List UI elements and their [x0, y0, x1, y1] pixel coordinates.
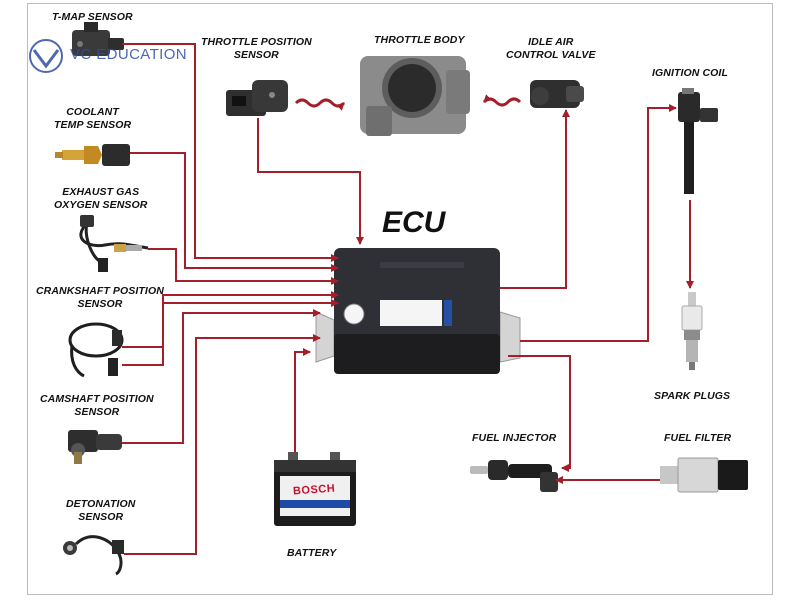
wire-injector — [508, 355, 571, 472]
fuel-filter-label: FUEL FILTER — [664, 432, 732, 444]
ignition-coil-icon — [678, 88, 718, 194]
wire-coolant — [130, 152, 339, 272]
throttle-body-icon — [360, 56, 470, 136]
spark-plugs-label: SPARK PLUGS — [654, 390, 731, 402]
wire-tmap — [122, 43, 339, 262]
wire-battery — [294, 348, 311, 452]
spark-plug-icon — [681, 292, 703, 370]
wire-oxygen — [148, 248, 339, 285]
air-flow-arrow-right — [482, 94, 522, 107]
idle-air-valve-icon — [530, 80, 584, 108]
fuel-injector-label: FUEL INJECTOR — [472, 432, 557, 444]
air-flow-arrow-left — [294, 98, 346, 111]
wire-tps — [257, 118, 364, 245]
throttle-position-sensor-icon — [226, 80, 288, 116]
coolant-sensor-icon — [55, 144, 130, 166]
brand-logo-icon — [29, 39, 63, 73]
wire-coil — [520, 104, 677, 342]
wire-camshaft — [122, 309, 321, 444]
tmap-sensor-label: T-MAP SENSOR — [52, 11, 133, 23]
ecu-title: ECU — [382, 206, 446, 239]
brand-watermark-text: VC EDUCATION — [70, 46, 188, 63]
tmap-sensor-icon — [72, 22, 124, 56]
fuel-injector-icon — [470, 460, 558, 492]
oxygen-sensor-icon — [79, 215, 149, 272]
battery-icon — [274, 452, 356, 526]
brand-watermark: VC EDUCATION — [24, 34, 214, 78]
diagram-frame — [27, 3, 773, 595]
fuel-filter-icon — [660, 457, 748, 493]
camshaft-sensor-icon — [68, 430, 122, 464]
ignition-coil-label: IGNITION COIL — [652, 67, 728, 79]
wire-crankshaft-2 — [122, 299, 339, 366]
detonation-sensor-icon — [63, 535, 124, 576]
wire-detonation — [124, 334, 321, 555]
battery-label: BATTERY — [287, 547, 337, 559]
wire-iac — [500, 109, 570, 289]
crankshaft-sensor-icon — [68, 322, 124, 378]
ecu-unit-icon — [315, 248, 521, 374]
throttle-body-label: THROTTLE BODY — [374, 34, 465, 46]
